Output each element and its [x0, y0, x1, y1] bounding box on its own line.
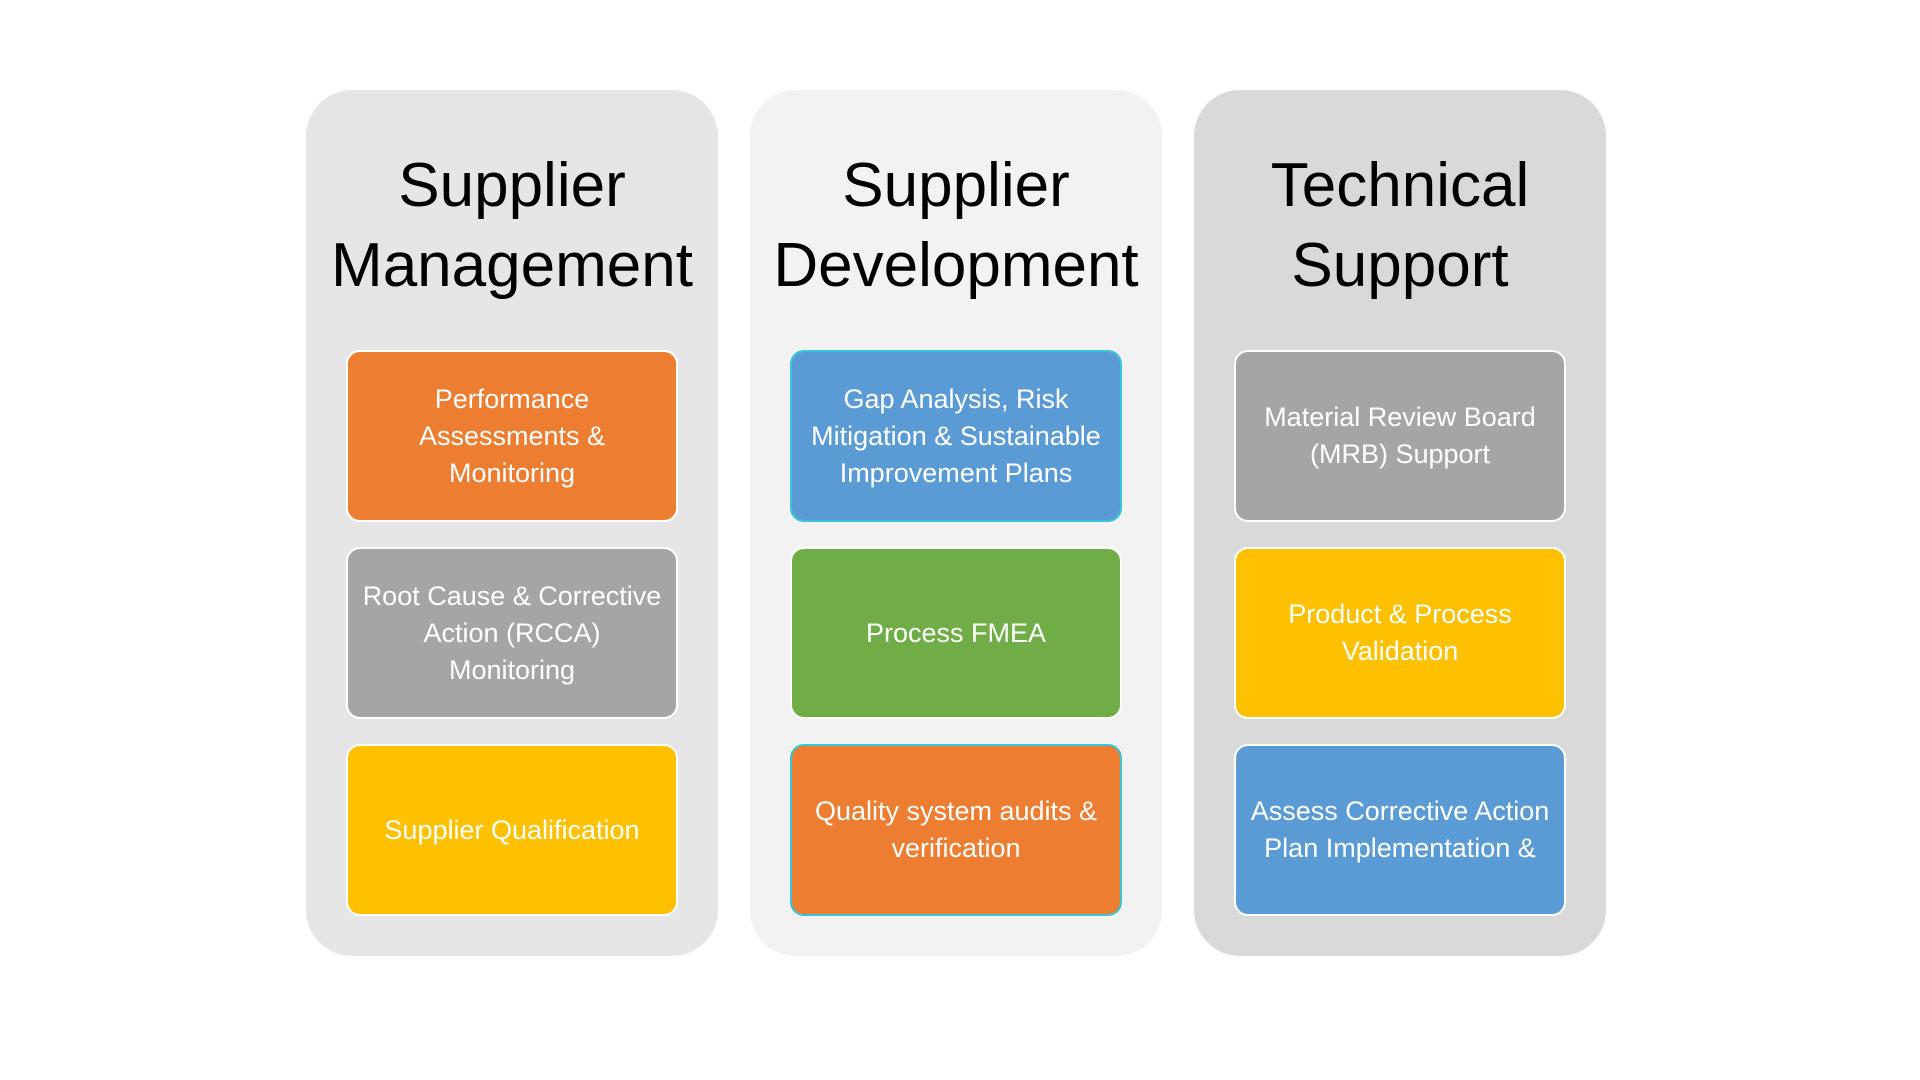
card-supplier-qualification: Supplier Qualification — [346, 744, 678, 916]
card-assess-corrective-action: Assess Corrective Action Plan Implementa… — [1234, 744, 1566, 916]
column-supplier-management: Supplier Management Performance Assessme… — [306, 90, 718, 956]
card-performance-assessments: Performance Assessments & Monitoring — [346, 350, 678, 522]
column-technical-support: Technical Support Material Review Board … — [1194, 90, 1606, 956]
column-title: Technical Support — [1270, 151, 1530, 300]
card-process-fmea: Process FMEA — [790, 547, 1122, 719]
column-title: Supplier Development — [773, 151, 1139, 300]
card-product-process-validation: Product & Process Validation — [1234, 547, 1566, 719]
card-gap-analysis: Gap Analysis, Risk Mitigation & Sustaina… — [790, 350, 1122, 522]
card-quality-system-audits: Quality system audits & verification — [790, 744, 1122, 916]
card-rcca-monitoring: Root Cause & Corrective Action (RCCA) Mo… — [346, 547, 678, 719]
column-title: Supplier Management — [331, 151, 693, 300]
column-supplier-development: Supplier Development Gap Analysis, Risk … — [750, 90, 1162, 956]
card-mrb-support: Material Review Board (MRB) Support — [1234, 350, 1566, 522]
